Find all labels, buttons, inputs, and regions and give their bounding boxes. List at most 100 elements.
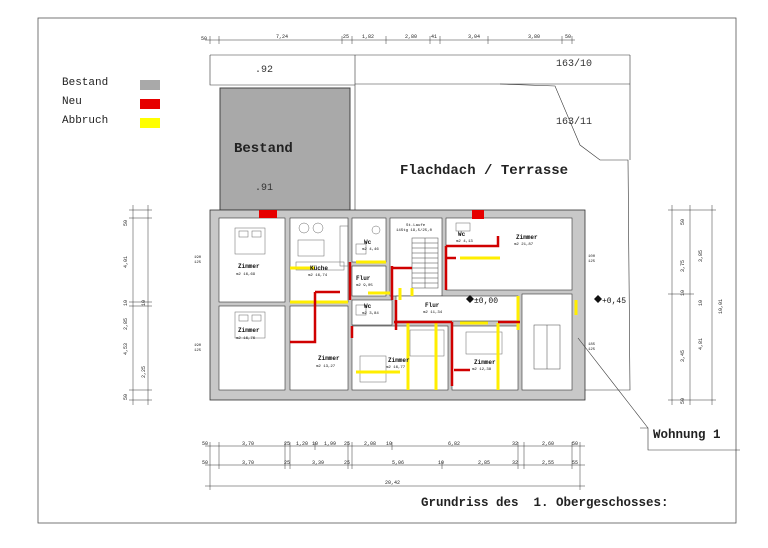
dim-top-labels: 50 7,24 25 1,82 2,80 41 3,04 3,80 50 xyxy=(201,34,571,42)
dim-top-2: 25 xyxy=(343,34,349,40)
dim-b1-8: 10 xyxy=(386,441,392,447)
dim-b2-6: 10 xyxy=(438,460,444,466)
legend-label-bestand: Bestand xyxy=(62,77,109,89)
room-zimmer-5-area: m2 12,38 xyxy=(472,368,492,372)
bestand-label: Bestand xyxy=(234,141,293,157)
dim-b2-5: 5,06 xyxy=(392,460,404,466)
opening-l4: 125 xyxy=(194,349,202,353)
dim-b2-3: 3,39 xyxy=(312,460,324,466)
opening-l3: 190 xyxy=(194,344,202,348)
dim-r-4: 10 xyxy=(698,300,704,306)
dim-b1-1: 3,70 xyxy=(242,441,254,447)
legend-swatch-bestand xyxy=(140,80,160,90)
dim-b2-4: 25 xyxy=(344,460,350,466)
legend-label-abbruch: Abbruch xyxy=(62,115,109,127)
dim-b1-6: 25 xyxy=(344,441,350,447)
dim-r-6: 3,45 xyxy=(680,350,686,362)
dim-b1-4: 10 xyxy=(312,441,318,447)
room-zimmer-6: Zimmer xyxy=(516,234,538,241)
dim-b1-10: 32 xyxy=(512,441,518,447)
dim-overall: 20,42 xyxy=(385,480,400,486)
level-marker-icon xyxy=(466,295,474,303)
dim-top-8: 50 xyxy=(565,34,571,40)
room-flur-2: Flur xyxy=(425,302,440,309)
dim-r-1: 3,85 xyxy=(698,250,704,262)
room-labels: Zimmer m2 16,69 Zimmer m2 16,76 Küche m2… xyxy=(236,223,538,372)
dim-b2-10: 55 xyxy=(572,460,578,466)
room-wc-1: Wc xyxy=(364,239,372,246)
legend-label-neu: Neu xyxy=(62,96,82,108)
room-zimmer-3-area: m2 13,27 xyxy=(316,365,336,369)
dim-b1-5: 1,99 xyxy=(324,441,336,447)
dim-l-7: 50 xyxy=(123,394,129,400)
opening-r2: 125 xyxy=(588,260,596,264)
lot-91: .91 xyxy=(255,183,273,194)
sheet-frame xyxy=(37,17,737,524)
legend-swatch-abbruch xyxy=(140,118,160,128)
dim-b1-0: 50 xyxy=(202,441,208,447)
room-zimmer-5: Zimmer xyxy=(474,359,496,366)
room-wc-2: Wc xyxy=(364,303,372,310)
opening-l1: 190 xyxy=(194,256,202,260)
stair-label-1: St.Laufe xyxy=(406,223,426,228)
dim-l-2: 10 xyxy=(123,300,129,306)
dim-top-0: 50 xyxy=(201,36,207,42)
room-zimmer-4: Zimmer xyxy=(388,357,410,364)
dim-r-7: 50 xyxy=(680,398,686,404)
opening-r4: 125 xyxy=(588,348,596,352)
dim-right-chain xyxy=(668,205,716,405)
room-kueche: Küche xyxy=(310,265,328,272)
dim-r-3: 3,75 xyxy=(680,260,686,272)
parcel-lines xyxy=(209,54,631,391)
lot-92: .92 xyxy=(255,65,273,76)
dim-bottom-labels-1: 50 3,70 25 1,20 10 1,99 25 2,08 10 6,82 … xyxy=(202,441,578,447)
room-flur-2-area: m2 11,34 xyxy=(423,311,443,315)
furniture xyxy=(234,222,503,383)
outer-walls xyxy=(209,209,586,401)
dim-b1-12: 50 xyxy=(572,441,578,447)
dim-l-4: 10 xyxy=(141,300,147,306)
room-zimmer-1-area: m2 16,69 xyxy=(236,273,256,277)
dim-top-3: 1,82 xyxy=(362,34,374,40)
dim-l-6: 2,25 xyxy=(141,366,147,378)
unit-leader xyxy=(577,337,740,451)
room-flur-1: Flur xyxy=(356,275,371,282)
legend-swatch-neu xyxy=(140,99,160,109)
dim-bottom-labels-2: 50 3,70 25 3,39 25 5,06 10 2,85 32 2,55 … xyxy=(202,460,578,486)
dim-b1-9: 6,82 xyxy=(448,441,460,447)
terrace-label: Flachdach / Terrasse xyxy=(400,163,569,179)
room-wc-3: Wc xyxy=(458,231,466,238)
dim-right-labels: 50 3,85 10 3,75 10 4,81 3,45 50 10,01 xyxy=(680,219,724,404)
dim-right-total: 10,01 xyxy=(718,299,724,314)
unit-label: Wohnung 1 xyxy=(653,428,721,442)
dim-l-0: 50 xyxy=(123,220,129,226)
dim-top-4: 2,80 xyxy=(405,34,417,40)
parcel-163-11: 163/11 xyxy=(556,116,592,128)
opening-r1: 100 xyxy=(588,255,596,259)
dim-b2-8: 32 xyxy=(512,460,518,466)
room-zimmer-2: Zimmer xyxy=(238,327,260,334)
dim-b1-3: 1,20 xyxy=(296,441,308,447)
room-flur-1-area: m2 9,05 xyxy=(356,284,373,288)
plan-title: Grundriss des 1. Obergeschosses: xyxy=(421,496,669,510)
room-wc-2-area: m2 3,84 xyxy=(362,312,379,316)
dim-l-3: 2,85 xyxy=(123,318,129,330)
dim-top-6: 3,04 xyxy=(468,34,480,40)
room-zimmer-6-area: m2 21,87 xyxy=(514,243,534,247)
dim-left-chain xyxy=(129,205,152,405)
dim-top-1: 7,24 xyxy=(276,34,288,40)
room-wc-1-area: m2 4,46 xyxy=(362,248,379,252)
dim-b2-1: 3,70 xyxy=(242,460,254,466)
level-marker-icon-2 xyxy=(594,295,602,303)
level-045: +0,45 xyxy=(602,297,626,306)
dim-b2-0: 50 xyxy=(202,460,208,466)
opening-r3: 185 xyxy=(588,343,596,347)
dim-b2-9: 2,55 xyxy=(542,460,554,466)
dim-left-labels: 50 4,01 10 2,85 10 4,53 2,25 50 xyxy=(123,220,147,400)
room-zimmer-3: Zimmer xyxy=(318,355,340,362)
dim-b1-7: 2,08 xyxy=(364,441,376,447)
dim-r-0: 50 xyxy=(680,219,686,225)
bestand-block xyxy=(219,87,351,211)
